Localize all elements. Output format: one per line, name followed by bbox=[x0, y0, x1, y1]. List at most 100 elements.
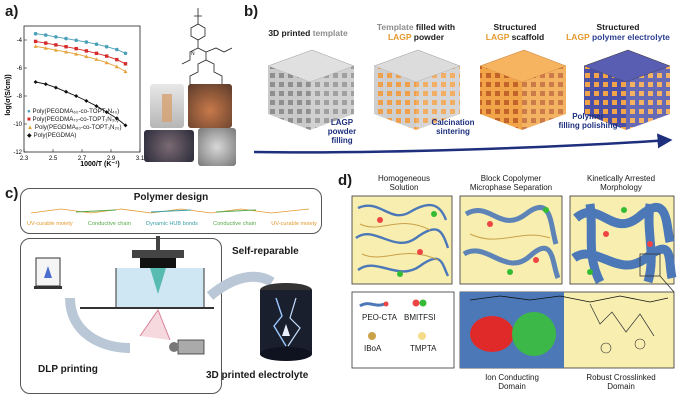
data-point bbox=[74, 38, 78, 43]
caption-filled-template: Template filled with LAGP powder bbox=[366, 22, 466, 42]
data-point bbox=[33, 80, 38, 84]
step-text: Polymer bbox=[572, 112, 604, 121]
morphology-homogeneous bbox=[351, 195, 453, 285]
data-point bbox=[33, 39, 38, 44]
chain-label: Dynamic HUB bonds bbox=[146, 221, 198, 227]
printer-stage bbox=[80, 236, 214, 355]
step-text: filling bbox=[331, 136, 353, 145]
caption-text: filled with bbox=[413, 22, 456, 32]
data-point bbox=[123, 62, 128, 66]
domain-text: Robust Crosslinked bbox=[586, 373, 656, 382]
printed-electrolyte-label: 3D printed electrolyte bbox=[206, 370, 309, 381]
data-point bbox=[64, 89, 69, 94]
legend-item: ◆ Poly(PEGDMA) bbox=[27, 132, 77, 139]
data-point bbox=[74, 46, 78, 51]
svg-text:N: N bbox=[191, 51, 195, 57]
caption-text: Structured bbox=[493, 22, 537, 32]
polymer-chain-diagram bbox=[30, 208, 310, 214]
morphology-scheme bbox=[351, 195, 677, 369]
cube-scaffold bbox=[479, 49, 567, 130]
legend-item: ● Poly(PEGDMA₆₀-co-TOPT₁N₄₀) bbox=[27, 108, 120, 115]
caption-highlight: polymer electrolyte bbox=[589, 32, 670, 42]
x-tick-label: 2.5 bbox=[49, 156, 58, 162]
ion-conducting-label: Ion Conducting Domain bbox=[460, 373, 564, 391]
y-tick-label: -12 bbox=[13, 150, 22, 156]
data-point bbox=[33, 31, 38, 36]
data-point bbox=[104, 60, 109, 65]
data-point bbox=[94, 51, 99, 55]
y-tick-label: -6 bbox=[17, 66, 23, 72]
x-tick-label: 2.3 bbox=[20, 156, 29, 162]
data-point bbox=[115, 47, 119, 52]
legend-iboa: IBoA bbox=[364, 344, 382, 353]
step-calcination: Calcination sintering bbox=[418, 118, 488, 136]
data-point bbox=[43, 82, 48, 87]
panel-label-b: b) bbox=[244, 3, 259, 20]
data-point bbox=[33, 44, 38, 48]
fabrication-scheme bbox=[253, 49, 673, 154]
caption-scaffold: Structured LAGP scaffold bbox=[470, 22, 560, 42]
data-point bbox=[64, 49, 69, 54]
data-point bbox=[115, 57, 119, 62]
data-point bbox=[84, 49, 89, 53]
title-text: Kinetically Arrested bbox=[586, 174, 656, 183]
x-tick-label: 2.7 bbox=[78, 156, 87, 162]
step-text: filling polishing bbox=[558, 121, 618, 130]
data-point bbox=[123, 69, 128, 74]
data-point bbox=[84, 98, 89, 103]
data-point bbox=[43, 33, 48, 37]
data-point bbox=[64, 36, 68, 41]
robust-crosslinked-label: Robust Crosslinked Domain bbox=[566, 373, 676, 391]
chain-label: Conductive chain bbox=[213, 221, 257, 227]
step-powder-filling: LAGP powder filling bbox=[312, 118, 372, 145]
morphology-microphase bbox=[459, 195, 563, 285]
panel-label-d: d) bbox=[338, 172, 353, 189]
chart-legend: ● Poly(PEGDMA₆₀-co-TOPT₁N₄₀) ■ Poly(PEGD… bbox=[27, 108, 122, 140]
title-text: Solution bbox=[389, 183, 419, 192]
photo-printed-sample-2 bbox=[188, 84, 232, 128]
data-point bbox=[84, 54, 89, 59]
chain-label: Conductive chain bbox=[87, 221, 131, 227]
caption-text: powder bbox=[411, 32, 445, 42]
legend-label: Poly(PEGDMA₈₀-co-TOPT₁N₂₀) bbox=[34, 124, 122, 131]
step-text: powder bbox=[327, 127, 357, 136]
title-text: Microphase Separation bbox=[469, 183, 553, 192]
caption-highlight: LAGP bbox=[387, 32, 412, 42]
title-homogeneous: Homogeneous Solution bbox=[352, 174, 456, 192]
data-point bbox=[64, 45, 68, 49]
chain-label-row: UV-curable moiety Conductive chain Dynam… bbox=[27, 221, 317, 227]
cube-template bbox=[267, 49, 355, 130]
photo-printed-sample-4 bbox=[198, 128, 236, 166]
legend-label: Poly(PEGDMA₇₀-co-TOPT₁N₃₀) bbox=[32, 116, 119, 123]
domain-detail-box bbox=[459, 291, 675, 369]
computer-icon bbox=[34, 257, 62, 289]
data-point bbox=[94, 57, 99, 61]
data-point bbox=[53, 85, 58, 90]
caption-text: Structured bbox=[596, 22, 640, 32]
data-point bbox=[123, 51, 128, 56]
data-point bbox=[104, 44, 109, 49]
title-text: Morphology bbox=[600, 183, 642, 192]
chain-label: UV-curable moiety bbox=[271, 221, 317, 227]
y-tick-label: -8 bbox=[17, 94, 23, 100]
data-point bbox=[53, 48, 58, 52]
photo-printed-sample-1 bbox=[150, 84, 184, 128]
data-point bbox=[114, 116, 119, 121]
panel-label-a: a) bbox=[5, 3, 19, 20]
panel-label-c: c) bbox=[5, 185, 19, 202]
morphology-arrested bbox=[569, 195, 677, 285]
data-point bbox=[114, 64, 119, 69]
chain-label: UV-curable moiety bbox=[27, 221, 73, 227]
x-tick-label: 2.9 bbox=[107, 156, 116, 162]
step-text: sintering bbox=[436, 127, 470, 136]
data-point bbox=[44, 41, 48, 45]
data-point bbox=[94, 104, 99, 109]
step-text: LAGP bbox=[330, 118, 354, 127]
legend-label: Poly(PEGDMA) bbox=[33, 132, 77, 139]
caption-polymer-electrolyte: Structured LAGP polymer electrolyte bbox=[560, 22, 676, 42]
data-point bbox=[54, 43, 58, 47]
electrolyte-cylinder bbox=[260, 283, 312, 361]
caption-text: scaffold bbox=[509, 32, 545, 42]
data-point bbox=[94, 42, 99, 46]
